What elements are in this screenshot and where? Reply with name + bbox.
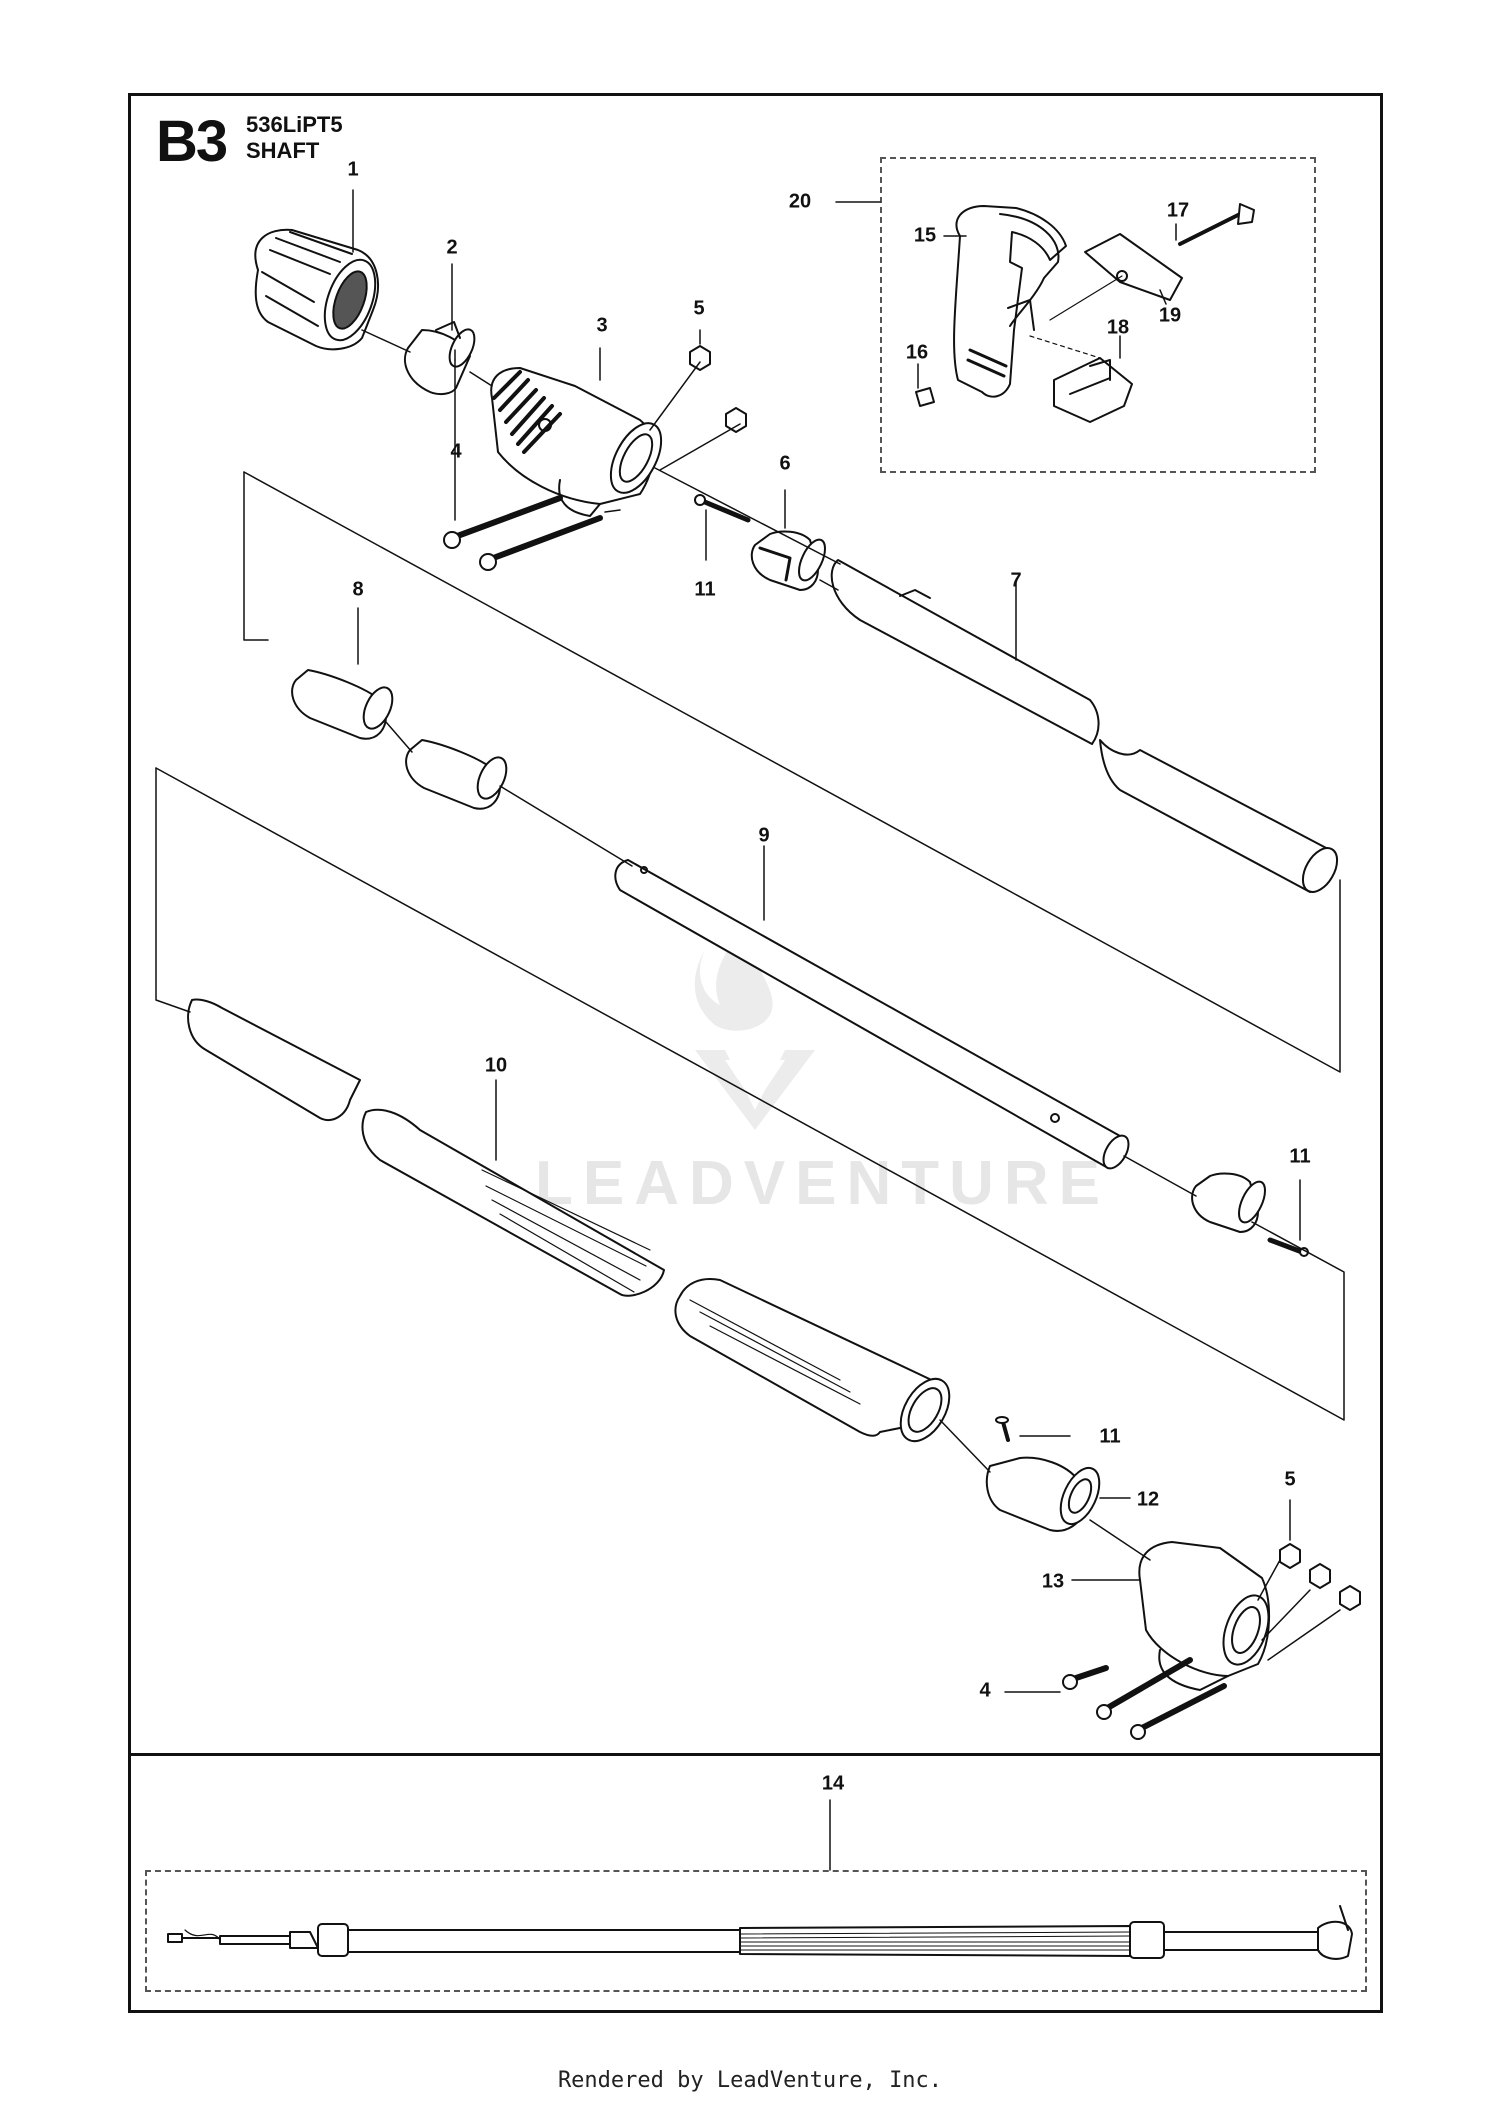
kit-20-dashed-box bbox=[880, 157, 1316, 473]
callout-19: 19 bbox=[1158, 304, 1182, 327]
callout-5-lower: 5 bbox=[1284, 1468, 1296, 1491]
callout-9: 9 bbox=[758, 824, 770, 847]
part-13-lower-coupling bbox=[1071, 1541, 1270, 1691]
callout-15: 15 bbox=[913, 224, 937, 247]
callout-3: 3 bbox=[596, 314, 608, 337]
part-9-inner-tube bbox=[614, 845, 1130, 1170]
page-code: B3 bbox=[156, 109, 228, 174]
kit-20-hook-parts bbox=[835, 201, 1255, 423]
part-4-screws-upper bbox=[443, 359, 603, 571]
part-3-coupling bbox=[490, 367, 663, 517]
part-7-upper-tube bbox=[830, 559, 1339, 893]
part-10-main-shaft bbox=[187, 998, 951, 1443]
part-11-pin-upper bbox=[694, 494, 751, 561]
callout-16: 16 bbox=[905, 341, 929, 364]
diagram-frame bbox=[128, 93, 1383, 2013]
callout-20: 20 bbox=[788, 190, 812, 213]
part-5-nuts-upper bbox=[689, 329, 747, 433]
part-11-12-lower bbox=[985, 1416, 1131, 1532]
model-number: 536LiPT5 bbox=[246, 112, 343, 137]
part-1-nut bbox=[254, 228, 379, 351]
callout-6: 6 bbox=[779, 452, 791, 475]
callout-4-upper: 4 bbox=[450, 440, 462, 463]
part-11-parts-right bbox=[1191, 1172, 1309, 1257]
callout-12: 12 bbox=[1136, 1488, 1160, 1511]
section-title: SHAFT bbox=[246, 138, 320, 163]
callout-10: 10 bbox=[484, 1054, 508, 1077]
callout-11-lower: 11 bbox=[1099, 1425, 1121, 1448]
part-4-5-lower bbox=[1004, 1499, 1361, 1740]
callout-2: 2 bbox=[446, 236, 458, 259]
callout-13: 13 bbox=[1041, 1570, 1065, 1593]
assembly-guide-lines bbox=[155, 329, 1345, 1661]
callout-5-upper: 5 bbox=[693, 297, 705, 320]
callout-1: 1 bbox=[347, 158, 359, 181]
footer-credit: Rendered by LeadVenture, Inc. bbox=[557, 2068, 943, 2093]
part-8-clips bbox=[291, 607, 508, 810]
callout-14: 14 bbox=[821, 1772, 845, 1795]
part-2-sleeve bbox=[403, 321, 476, 396]
watermark-logo-icon bbox=[690, 920, 820, 1135]
callout-7: 7 bbox=[1010, 569, 1022, 592]
part-6-bushing bbox=[750, 489, 826, 591]
assembly-14-complete-shaft bbox=[167, 1799, 1353, 1960]
callout-18: 18 bbox=[1106, 316, 1130, 339]
callout-17: 17 bbox=[1166, 199, 1190, 222]
callout-11-upper: 11 bbox=[694, 578, 716, 601]
callout-leaders bbox=[352, 189, 601, 381]
watermark-text: LEADVENTURE bbox=[535, 1149, 1111, 1218]
callout-4-lower: 4 bbox=[979, 1679, 991, 1702]
callout-11-right: 11 bbox=[1289, 1145, 1311, 1168]
assembly-14-dashed-box bbox=[145, 1870, 1367, 1992]
callout-8: 8 bbox=[352, 578, 364, 601]
frame-divider bbox=[128, 1753, 1383, 1756]
